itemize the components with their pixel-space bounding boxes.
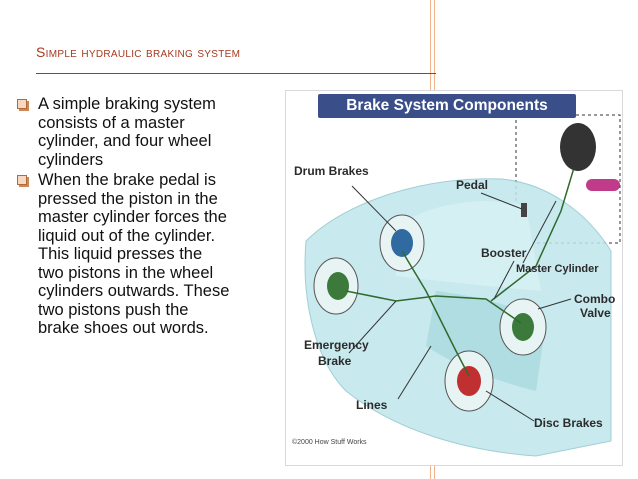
brake-line xyxy=(490,160,577,302)
brake-diagram-drawing xyxy=(286,91,622,465)
front-left-wheel xyxy=(444,350,494,412)
pointer-line xyxy=(351,185,397,232)
label-drum-brakes: Drum Brakes xyxy=(294,164,369,178)
bullet-item: When the brake pedal is pressed the pist… xyxy=(14,171,294,338)
copyright-text: ©2000 How Stuff Works xyxy=(292,439,367,446)
label-emergency-brake: Brake xyxy=(318,354,352,368)
brake-diagram: Brake System Components Drum Brakes Peda… xyxy=(285,90,623,466)
bullet-line: two pistons push the xyxy=(38,300,189,319)
bullet-line: cylinder, and four wheel xyxy=(38,132,212,150)
brake-line xyxy=(345,290,522,324)
rear-right-wheel xyxy=(379,214,425,272)
car-cabin xyxy=(396,201,541,291)
label-master-cylinder: Master Cylinder xyxy=(516,263,599,275)
brake-booster xyxy=(560,123,596,171)
pointer-line xyxy=(485,390,535,422)
label-emergency-brake: Emergency xyxy=(304,338,369,352)
bullet-line: pressed the piston in the xyxy=(38,189,218,208)
label-disc-brakes: Disc Brakes xyxy=(534,416,603,430)
pointer-line xyxy=(480,192,523,210)
bullet-list: A simple braking system consists of a ma… xyxy=(14,95,294,340)
brake-pedal xyxy=(521,203,527,217)
front-right-wheel xyxy=(499,298,547,356)
pointer-line xyxy=(522,200,557,264)
bullet-line: A simple braking system xyxy=(38,95,216,113)
bullet-line: brake shoes out words. xyxy=(38,319,209,337)
pointer-line xyxy=(397,345,432,400)
bullet-line: master cylinder forces the xyxy=(38,208,227,226)
bullet-line: When the brake pedal is xyxy=(38,171,216,189)
bullet-line: cylinders xyxy=(38,150,104,169)
master-cylinder xyxy=(586,179,620,191)
square-bullet-icon xyxy=(17,99,27,109)
bullet-item: A simple braking system consists of a ma… xyxy=(14,95,294,169)
brake-line xyxy=(401,250,470,377)
pointer-line xyxy=(493,260,515,300)
bullet-line: cylinders outwards. These xyxy=(38,282,230,300)
bullet-line: This liquid presses the xyxy=(38,245,203,263)
slide-title-text: Simple hydraulic braking system xyxy=(36,44,241,60)
rear-left-wheel xyxy=(313,257,359,315)
pointer-line xyxy=(348,300,397,354)
bullet-line: consists of a master xyxy=(38,113,185,132)
slide-title-block: Simple hydraulic braking system xyxy=(36,44,436,78)
label-combo-valve: Combo xyxy=(574,292,616,306)
square-bullet-icon xyxy=(17,175,27,185)
title-underline xyxy=(36,73,436,74)
slide-title: Simple hydraulic braking system xyxy=(36,44,240,60)
figure-title: Brake System Components xyxy=(346,97,548,114)
label-lines: Lines xyxy=(356,398,388,412)
label-pedal: Pedal xyxy=(456,178,489,192)
label-combo-valve: Valve xyxy=(580,306,611,320)
bullet-line: liquid out of the cylinder. xyxy=(38,226,216,245)
bullet-line: two pistons in the wheel xyxy=(38,263,214,282)
figure-header: Brake System Components xyxy=(318,94,576,118)
pointer-line xyxy=(537,298,572,310)
label-booster: Booster xyxy=(481,246,527,260)
